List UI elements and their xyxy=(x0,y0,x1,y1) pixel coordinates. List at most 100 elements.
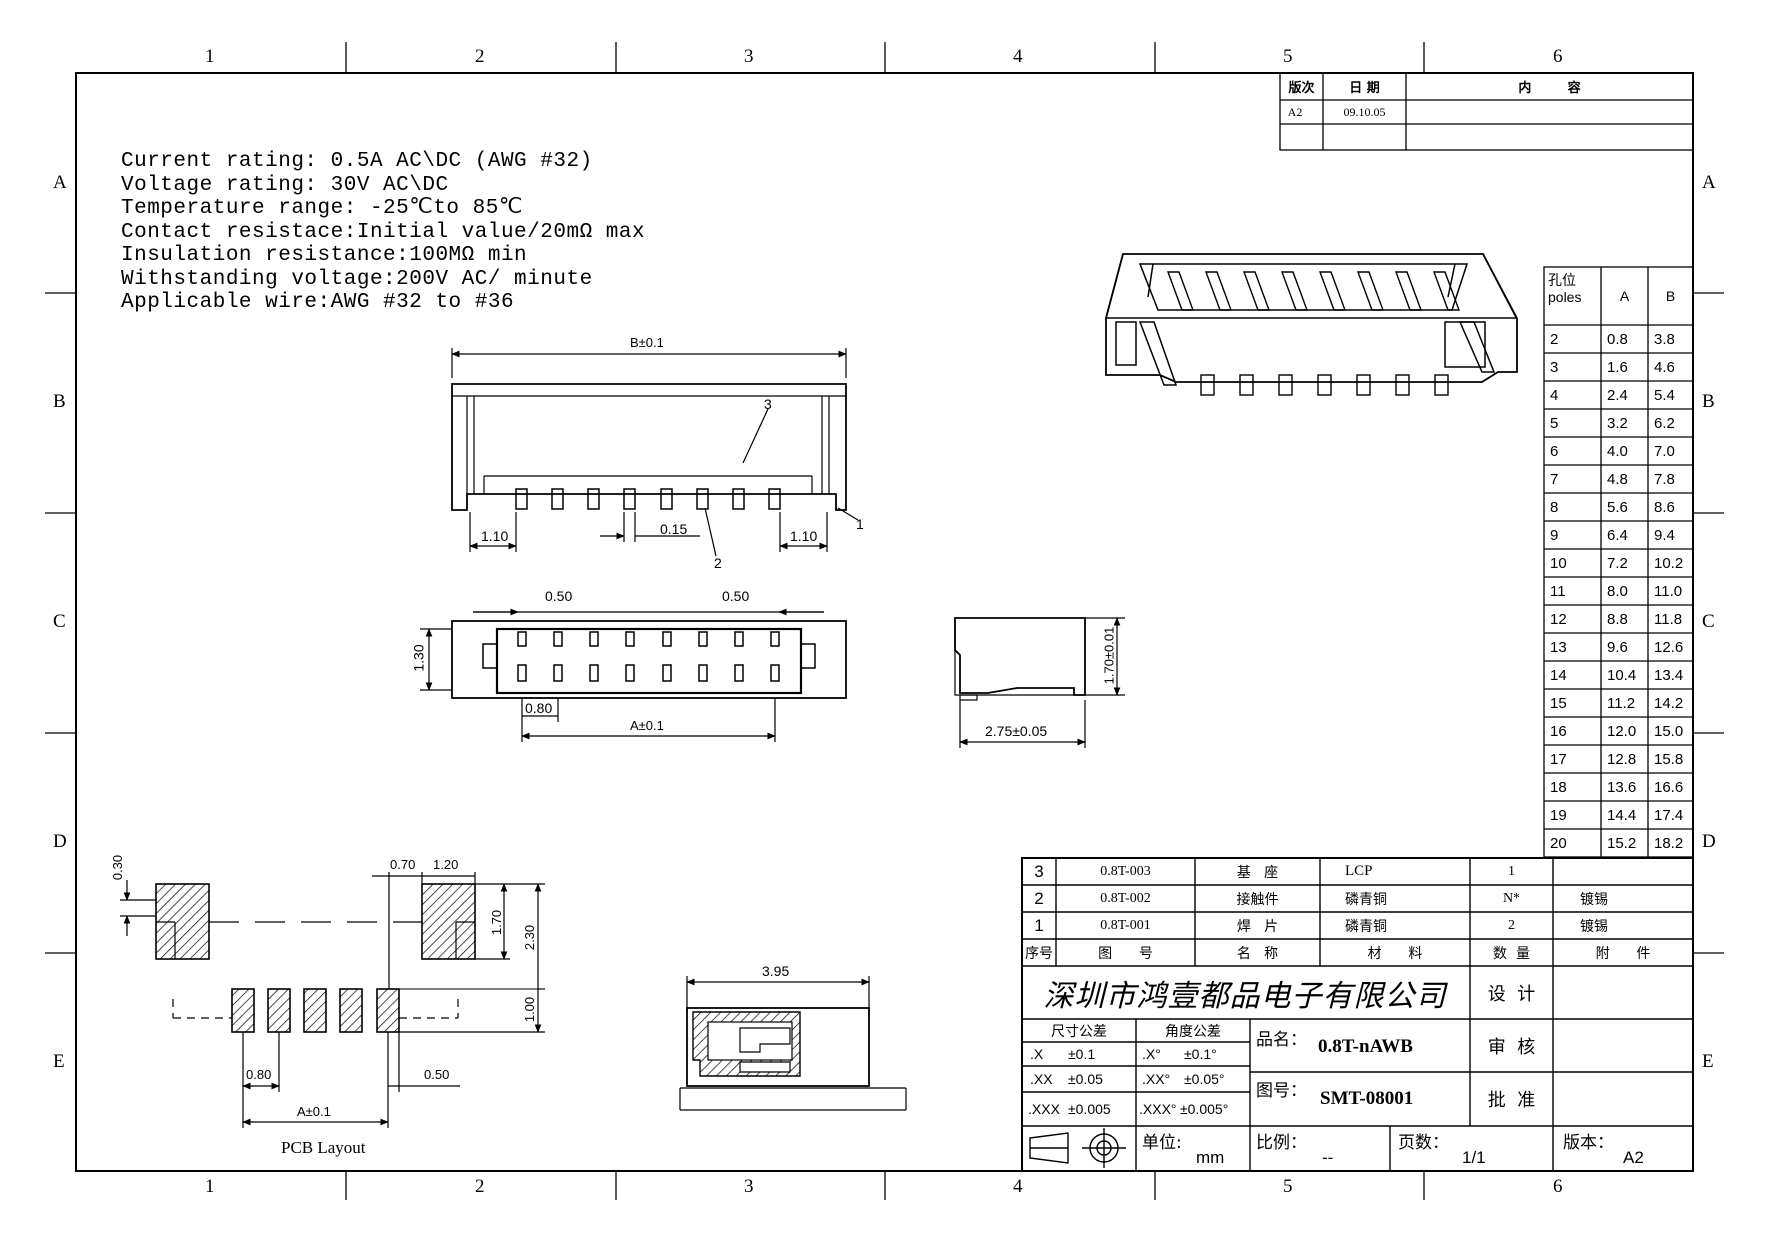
poles-a-cell: 9.6 xyxy=(1607,638,1628,656)
zone-col-5: 5 xyxy=(1283,46,1293,67)
tol-xx-angle: .XX° xyxy=(1142,1071,1171,1087)
bom-row-2-index: 2 xyxy=(1034,888,1044,908)
bom-row-3-index: 3 xyxy=(1034,861,1044,881)
rev-row-date: 09.10.05 xyxy=(1343,104,1386,119)
poles-count-cell: 15 xyxy=(1550,694,1567,712)
bom-header-drawing: 图 号 xyxy=(1098,945,1153,962)
unit-label: 单位: xyxy=(1142,1133,1182,1153)
poles-count-cell: 7 xyxy=(1550,470,1559,488)
callout-1: 1 xyxy=(856,516,864,532)
tol-x-angle-value: ±0.1° xyxy=(1184,1046,1217,1062)
poles-b-cell: 11.8 xyxy=(1654,610,1683,628)
dim-pcb-a: A±0.1 xyxy=(297,1104,331,1119)
poles-b-cell: 11.0 xyxy=(1654,582,1683,600)
product-name-value: 0.8T-nAWB xyxy=(1318,1036,1413,1057)
poles-b-cell: 15.8 xyxy=(1654,750,1684,768)
zone-ticks xyxy=(45,42,1724,1200)
dim-pcb-230: 2.30 xyxy=(522,924,538,951)
poles-a-cell: 6.4 xyxy=(1607,526,1628,544)
rev-row-version: A2 xyxy=(1287,104,1303,119)
scale-value: -- xyxy=(1322,1148,1334,1167)
poles-b-cell: 10.2 xyxy=(1654,554,1684,572)
bom-row-2-name: 接触件 xyxy=(1236,891,1279,908)
bom-header-index: 序号 xyxy=(1025,945,1053,962)
poles-count-cell: 20 xyxy=(1550,834,1567,852)
poles-count-cell: 11 xyxy=(1550,582,1566,600)
poles-a-cell: 2.4 xyxy=(1607,386,1628,404)
zone-row-a-right: A xyxy=(1702,172,1716,193)
zone-col-6-bottom: 6 xyxy=(1553,1176,1563,1197)
pcb-layout-title: PCB Layout xyxy=(281,1138,366,1157)
bom-header-name: 名 称 xyxy=(1236,945,1279,962)
isometric-view xyxy=(1105,253,1518,396)
drawing-number-value: SMT-08001 xyxy=(1320,1088,1414,1109)
dim-top-left: 0.50 xyxy=(545,588,573,604)
poles-header-a: A xyxy=(1619,288,1630,304)
poles-count-cell: 8 xyxy=(1550,498,1559,516)
tol-xxx-angle-value: ±0.005° xyxy=(1180,1101,1229,1117)
tol-x-angle: .X° xyxy=(1142,1046,1161,1062)
bom-row-3-name: 基 座 xyxy=(1236,864,1279,881)
poles-count-cell: 4 xyxy=(1550,386,1559,404)
poles-a-cell: 5.6 xyxy=(1607,498,1628,516)
poles-b-cell: 4.6 xyxy=(1654,358,1675,376)
poles-count-cell: 3 xyxy=(1550,358,1559,376)
zone-col-3-bottom: 3 xyxy=(744,1176,754,1197)
dim-front-right: 1.10 xyxy=(790,528,818,544)
revision-table-lines xyxy=(1279,72,1694,151)
dim-pcb-100: 1.00 xyxy=(522,996,538,1023)
tol-x: .X xyxy=(1030,1046,1044,1062)
tol-xx-value: ±0.05 xyxy=(1068,1071,1103,1087)
spec-list: Current rating: 0.5A AC\DC (AWG #32) Vol… xyxy=(121,150,645,315)
scale-label: 比例： xyxy=(1256,1133,1307,1153)
poles-b-cell: 3.8 xyxy=(1654,330,1675,348)
drawing-number-label: 图号： xyxy=(1256,1081,1307,1101)
rev-header-content: 内 容 xyxy=(1518,81,1581,96)
review-label: 审 核 xyxy=(1487,1036,1536,1058)
bom-row-3-qty: 1 xyxy=(1508,863,1515,879)
poles-header-b: B xyxy=(1665,288,1676,304)
bom-header-qty: 数 量 xyxy=(1493,945,1530,962)
zone-row-d-right: D xyxy=(1702,831,1716,852)
spec-wire: Applicable wire:AWG #32 to #36 xyxy=(121,291,515,314)
poles-count-cell: 14 xyxy=(1550,666,1567,684)
poles-b-cell: 17.4 xyxy=(1654,806,1684,824)
poles-a-cell: 14.4 xyxy=(1607,806,1637,824)
zone-row-a: A xyxy=(53,172,67,193)
poles-a-cell: 0.8 xyxy=(1607,330,1628,348)
tolerance-size-label: 尺寸公差 xyxy=(1051,1023,1107,1040)
zone-row-e: E xyxy=(53,1051,65,1072)
poles-a-cell: 13.6 xyxy=(1607,778,1637,796)
bom-row-2-drawing: 0.8T-002 xyxy=(1100,890,1151,906)
spec-temperature: Temperature range: -25℃to 85℃ xyxy=(121,197,523,220)
zone-col-2-bottom: 2 xyxy=(475,1176,485,1197)
poles-b-cell: 14.2 xyxy=(1654,694,1684,712)
spec-voltage: Voltage rating: 30V AC\DC xyxy=(121,173,449,197)
spec-insulation: Insulation resistance:100MΩ min xyxy=(121,244,528,267)
bom-row-1-qty: 2 xyxy=(1508,917,1515,933)
zone-row-c: C xyxy=(53,611,66,632)
dim-pcb-030: 0.30 xyxy=(110,854,126,881)
poles-a-cell: 15.2 xyxy=(1607,834,1637,852)
bom-row-1-index: 1 xyxy=(1034,915,1044,935)
poles-count-cell: 6 xyxy=(1550,442,1559,460)
design-label: 设 计 xyxy=(1487,983,1536,1005)
poles-a-cell: 3.2 xyxy=(1607,414,1628,432)
page-label: 页数： xyxy=(1398,1133,1449,1153)
poles-a-cell: 12.0 xyxy=(1607,722,1637,740)
zone-col-5-bottom: 5 xyxy=(1283,1176,1293,1197)
poles-b-cell: 7.8 xyxy=(1654,470,1675,488)
poles-a-cell: 4.8 xyxy=(1607,470,1628,488)
bom-row-2-material: 磷青铜 xyxy=(1345,891,1387,908)
spec-current: Current rating: 0.5A AC\DC (AWG #32) xyxy=(121,150,593,173)
product-name-label: 品名： xyxy=(1256,1030,1307,1050)
title-block-lines xyxy=(1021,857,1694,1172)
tolerance-angle-label: 角度公差 xyxy=(1165,1023,1221,1040)
poles-a-cell: 11.2 xyxy=(1607,694,1636,712)
poles-b-cell: 16.6 xyxy=(1654,778,1684,796)
poles-b-cell: 6.2 xyxy=(1654,414,1675,432)
version-label: 版本： xyxy=(1563,1133,1614,1153)
poles-a-cell: 4.0 xyxy=(1607,442,1628,460)
dim-top-pitch: 0.80 xyxy=(525,700,553,716)
